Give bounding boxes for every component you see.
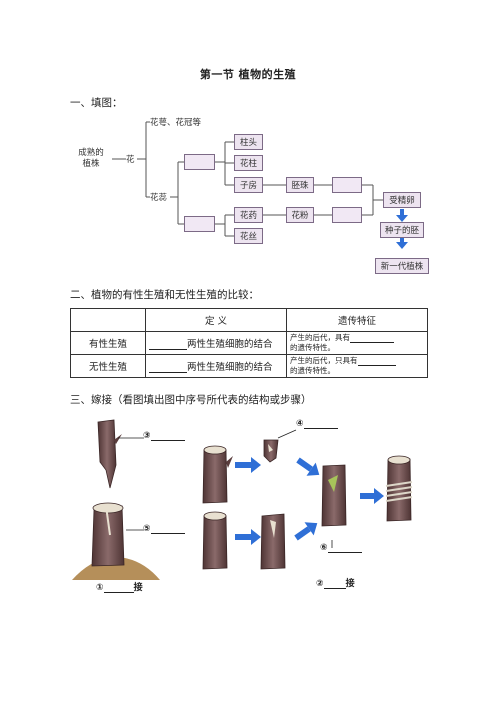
blank-line[interactable] [150,533,185,534]
row-trait: 产生的后代，只具有的遗传特性。 [286,354,428,378]
sepals-petals-label: 花萼、花冠等 [150,118,202,128]
table-header-cell: 定 义 [145,308,287,332]
section2-heading: 二、植物的有性生殖和无性生殖的比较： [70,289,259,301]
new-plant-box: 新一代植株 [375,258,429,274]
row-trait: 产生的后代，具有的遗传特性。 [286,331,428,355]
pollen-box: 花粉 [286,207,314,223]
ovule-box: 胚珠 [286,177,314,193]
label-5: ⑤ [143,524,185,534]
blank-line[interactable] [103,592,134,593]
stamens-pistil-label: 花蕊 [150,193,168,203]
ovule-result-blank-box[interactable] [332,177,362,193]
label-4: ④ [296,419,338,429]
row-definition: 两性生殖细胞的结合 [145,354,287,378]
bud-piece [263,439,279,463]
blank-line[interactable] [323,588,346,589]
flower-label: 花 [126,155,135,165]
comparison-table: 定 义 遗传特征 有性生殖 两性生殖细胞的结合 产生的后代，具有的遗传特性。 无… [70,308,428,378]
stock-bottom-cut [260,513,286,570]
seed-embryo-box: 种子的胚 [380,222,424,238]
row-name: 无性生殖 [70,354,146,378]
diagram-connectors [112,121,408,249]
table-header-cell: 遗传特征 [286,308,428,332]
ovary-box: 子房 [234,177,263,193]
blank-line[interactable] [327,552,362,553]
scion-branch [97,419,122,489]
stock-bottom [202,511,228,570]
blank-line[interactable] [149,372,187,373]
section1-heading: 一、填图： [70,97,123,109]
style-box: 花柱 [234,155,263,171]
tied-stem [385,455,413,522]
fertilized-egg-box: 受精卵 [383,192,421,208]
stamen-blank-box[interactable] [184,216,215,232]
table-row: 无性生殖 两性生殖细胞的结合 产生的后代，只具有的遗传特性。 [70,354,428,378]
anther-box: 花药 [234,207,263,223]
stock-with-cut [202,445,233,504]
row-name: 有性生殖 [70,331,146,355]
rootstock [72,502,160,580]
blank-line[interactable] [350,342,394,343]
table-row: 有性生殖 两性生殖细胞的结合 产生的后代，具有的遗传特性。 [70,331,428,355]
grafting-illustration [72,419,413,580]
joined-stem [321,464,347,527]
pollen-result-blank-box[interactable] [332,207,362,223]
pistil-blank-box[interactable] [184,154,215,170]
blank-line[interactable] [150,440,185,441]
stigma-box: 柱头 [234,134,263,150]
process-arrows [235,457,384,545]
blank-line[interactable] [357,365,396,366]
table-header-cell [70,308,146,332]
table-header-row: 定 义 遗传特征 [70,308,428,332]
section3-heading: 三、嫁接（看图填出图中序号所代表的结构或步骤） [70,394,312,406]
filament-box: 花丝 [234,228,263,244]
label-6: ⑥ [320,543,362,553]
flower-structure-diagram: 成熟的 植株 花 花萼、花冠等 花蕊 柱头 花柱 子房 胚珠 花药 花丝 花粉 … [70,112,440,280]
label-3: ③ [143,431,185,441]
page-title: 第一节 植物的生殖 [199,68,297,81]
row-definition: 两性生殖细胞的结合 [145,331,287,355]
blank-line[interactable] [303,428,338,429]
mature-plant-label: 成熟的 植株 [78,148,104,169]
blank-line[interactable] [149,349,187,350]
